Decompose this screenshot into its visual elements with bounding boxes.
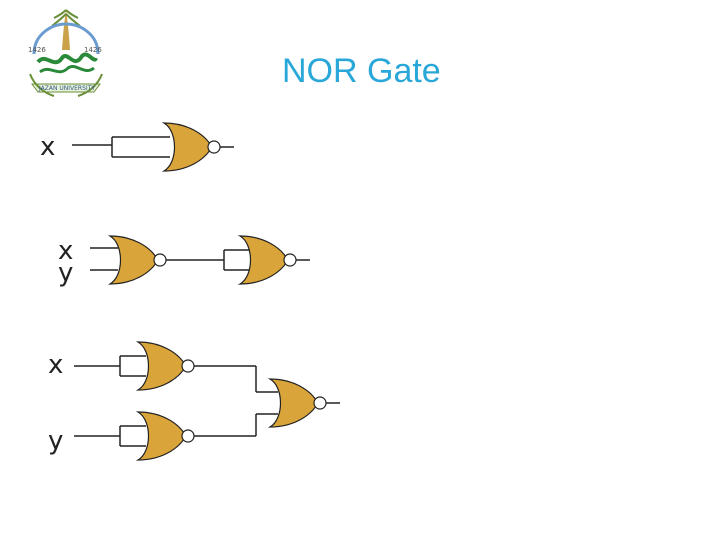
circuit3-input-y: y [48,426,64,456]
circuit3-input-x: x [48,350,64,380]
inverter-bubble [207,140,221,154]
logo-text-bottom: JAZAN UNIVERSITY [38,85,95,92]
nor-gate-2b [239,235,289,285]
circuit-1 [72,122,234,172]
inverter-bubble [181,429,195,443]
circuit-2 [90,235,310,285]
nor-gate-2a [109,235,159,285]
nor-gate-3b [137,411,187,461]
university-logo-icon: 1426 1426 JAZAN UNIVERSITY [28,9,103,97]
slide-title: NOR Gate [282,52,441,90]
inverter-bubble [153,253,167,267]
nor-gate-3c [269,378,319,428]
circuit-3 [74,341,340,461]
nor-gate-1 [163,122,213,172]
circuit2-input-x: x [58,236,74,266]
circuit2-input-y: y [58,258,74,288]
nor-gate-3a [137,341,187,391]
inverter-bubble [283,253,297,267]
logo-text-left: 1426 [28,46,46,54]
inverter-bubble [313,396,327,410]
circuit1-input-x: x [40,132,56,162]
inverter-bubble [181,359,195,373]
logo-text-right: 1426 [84,46,102,54]
